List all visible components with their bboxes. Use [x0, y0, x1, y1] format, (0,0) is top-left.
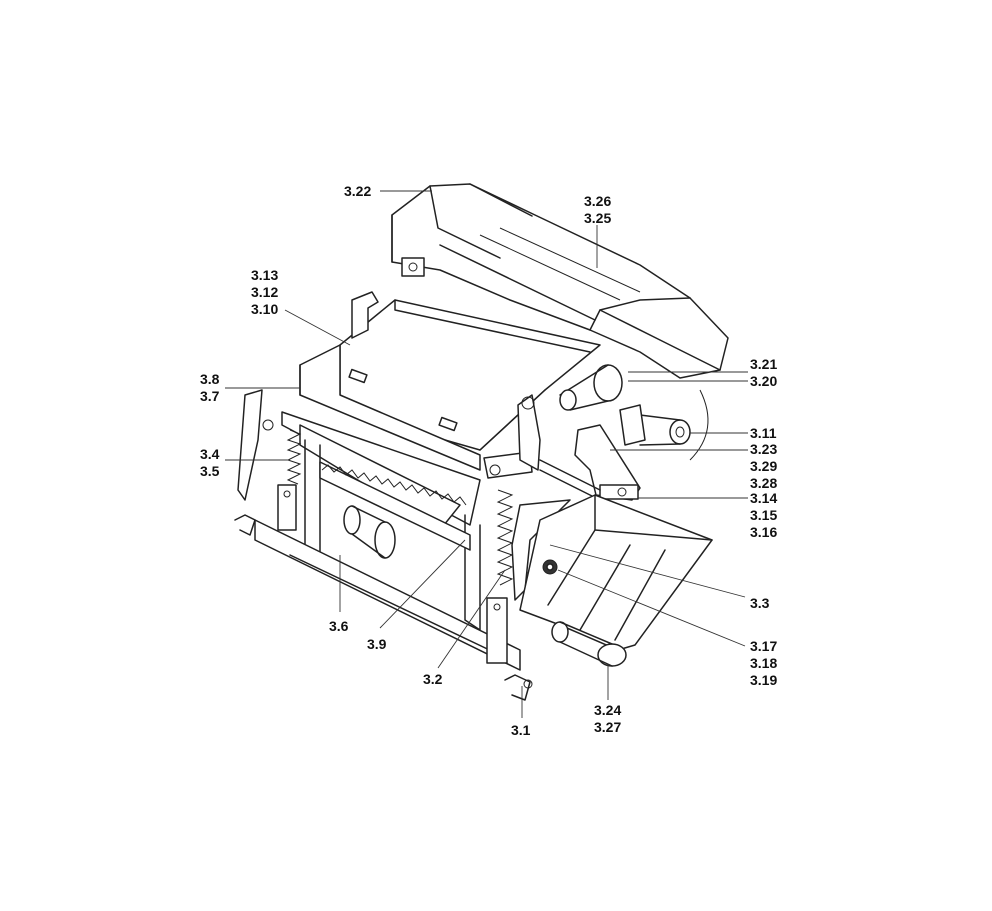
callout-3-9: 3.9 — [367, 636, 386, 653]
callout-label: 3.28 — [750, 475, 778, 491]
leader-lines — [225, 190, 748, 718]
callout-label: 3.1 — [511, 722, 531, 738]
callout-label: 3.26 — [584, 193, 612, 209]
callout-label: 3.6 — [329, 618, 349, 634]
main-frame — [254, 344, 521, 671]
cutter-block — [319, 461, 471, 551]
callout-label: 3.11 — [750, 425, 777, 441]
callout-label: 3.2 — [423, 671, 443, 687]
bottom-roller — [343, 505, 396, 559]
callout-label: 3.29 — [750, 458, 778, 474]
callout-label: 3.5 — [200, 463, 220, 479]
top-guard — [391, 183, 729, 379]
callout-3-11: 3.11 — [750, 425, 776, 442]
callout-3-8: 3.8 3.7 — [200, 371, 219, 405]
adjustment-knob — [542, 559, 558, 575]
outfeed-chute — [519, 494, 713, 667]
callout-label: 3.27 — [594, 719, 622, 735]
left-spring-assembly — [234, 389, 302, 536]
callout-label: 3.13 — [251, 267, 279, 283]
callout-label: 3.15 — [750, 507, 778, 523]
callout-label: 3.18 — [750, 655, 778, 671]
callout-3-26: 3.26 3.25 — [584, 193, 611, 227]
callout-label: 3.9 — [367, 636, 387, 652]
callout-3-17: 3.17 3.18 3.19 — [750, 638, 777, 689]
callout-3-4: 3.4 3.5 — [200, 446, 219, 480]
callout-label: 3.17 — [750, 638, 778, 654]
callout-3-2: 3.2 — [423, 671, 442, 688]
callout-label: 3.14 — [750, 490, 778, 506]
lever-arm — [539, 424, 641, 501]
callout-label: 3.3 — [750, 595, 770, 611]
callout-label: 3.4 — [200, 446, 220, 462]
callout-3-23: 3.23 3.29 3.28 — [750, 441, 777, 492]
callout-label: 3.25 — [584, 210, 612, 226]
callout-3-6: 3.6 — [329, 618, 348, 635]
callout-label: 3.24 — [594, 702, 622, 718]
callout-3-22: 3.22 — [344, 183, 371, 200]
callout-label: 3.20 — [750, 373, 778, 389]
callout-3-3: 3.3 — [750, 595, 769, 612]
callout-label: 3.10 — [251, 301, 279, 317]
callout-3-21: 3.21 3.20 — [750, 356, 777, 390]
callout-label: 3.23 — [750, 441, 778, 457]
callout-label: 3.19 — [750, 672, 778, 688]
callout-label: 3.12 — [251, 284, 279, 300]
callout-3-13: 3.13 3.12 3.10 — [251, 267, 278, 318]
callout-label: 3.8 — [200, 371, 220, 387]
callout-label: 3.16 — [750, 524, 778, 540]
callout-3-1: 3.1 — [511, 722, 530, 739]
callout-label: 3.7 — [200, 388, 220, 404]
callout-label: 3.21 — [750, 356, 778, 372]
left-fence — [351, 291, 379, 339]
callout-3-14: 3.14 3.15 3.16 — [750, 490, 777, 541]
motor-cylinders — [559, 364, 709, 461]
callout-3-24: 3.24 3.27 — [594, 702, 621, 736]
callout-label: 3.22 — [344, 183, 372, 199]
